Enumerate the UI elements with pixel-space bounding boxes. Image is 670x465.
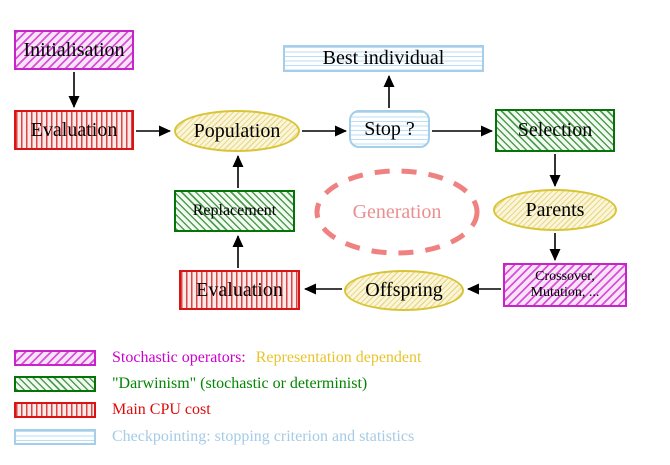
node-stop: Stop ? — [349, 110, 430, 148]
node-evaluation-top-label: Evaluation — [30, 118, 118, 141]
node-best-individual: Best individual — [283, 45, 484, 72]
node-population-label: Population — [193, 119, 281, 142]
legend-swatch-stochastic-operators — [14, 350, 96, 366]
legend-row-checkpointing: Checkpointing: stopping criterion and st… — [14, 428, 414, 446]
legend-label-main-cpu-cost: Main CPU cost — [112, 401, 211, 418]
legend-row-stochastic-operators: Stochastic operators: Representation dep… — [14, 349, 421, 367]
node-replacement-label: Replacement — [192, 202, 277, 219]
legend-row-main-cpu-cost: Main CPU cost — [14, 401, 211, 419]
node-initialisation: Initialisation — [14, 30, 134, 70]
generation-dashed-ellipse — [314, 168, 480, 256]
legend-swatch-main-cpu-cost — [14, 402, 96, 418]
node-replacement: Replacement — [174, 190, 295, 232]
node-evaluation-bottom: Evaluation — [179, 270, 300, 310]
node-selection-label: Selection — [517, 119, 593, 141]
generation-ellipse-outline — [314, 168, 480, 256]
node-evaluation-bottom-label: Evaluation — [196, 278, 283, 301]
node-best-individual-label: Best individual — [322, 47, 445, 69]
node-generation-label: Generation — [352, 200, 442, 223]
legend-swatch-darwinism — [14, 376, 96, 392]
node-parents-label: Parents — [525, 198, 585, 221]
node-crossover-mutation-text: Crossover, Mutation, ... — [531, 269, 600, 301]
node-generation: Generation — [313, 167, 481, 257]
node-offspring: Offspring — [344, 270, 464, 311]
legend-swatch-checkpointing — [14, 429, 96, 445]
node-stop-label: Stop ? — [364, 117, 415, 140]
node-population: Population — [174, 110, 300, 152]
node-crossover-mutation: Crossover, Mutation, ... — [503, 263, 627, 307]
node-evaluation-top: Evaluation — [14, 110, 134, 150]
node-selection: Selection — [495, 109, 615, 152]
node-crossover-line1: Crossover, — [535, 269, 595, 284]
node-crossover-line2: Mutation, ... — [530, 285, 600, 300]
legend-label-stochastic-operators: Stochastic operators: — [112, 349, 246, 366]
legend-label-representation-dependent: Representation dependent — [255, 349, 422, 366]
node-parents: Parents — [493, 189, 617, 231]
legend-label-darwinism: "Darwinism" (stochastic or determinist) — [112, 375, 368, 392]
node-offspring-label: Offspring — [365, 279, 443, 301]
legend-row-darwinism: "Darwinism" (stochastic or determinist) — [14, 375, 367, 393]
node-initialisation-label: Initialisation — [23, 38, 125, 61]
legend-label-checkpointing: Checkpointing: stopping criterion and st… — [112, 428, 415, 445]
